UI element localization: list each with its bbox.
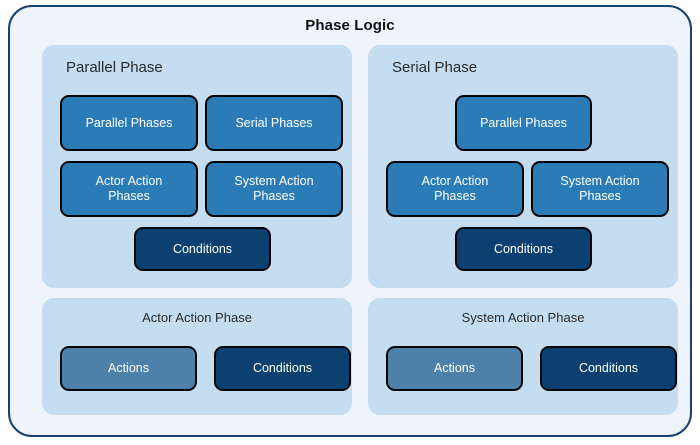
node-label: Conditions — [172, 241, 233, 256]
node-label: Parallel Phases — [480, 115, 567, 130]
node-actor-action-phases[interactable]: Actor Action Phases — [60, 161, 198, 217]
node-label: Conditions — [578, 361, 639, 375]
panel-parallel-phase: Parallel Phase Parallel Phases Serial Ph… — [42, 45, 352, 288]
node-conditions[interactable]: Conditions — [134, 227, 271, 271]
phase-logic-diagram: Phase Logic Parallel Phase Parallel Phas… — [8, 5, 692, 437]
node-label: Conditions — [493, 241, 554, 256]
panel-title-actor-action-phase: Actor Action Phase — [142, 310, 252, 325]
node-label: Parallel Phases — [85, 115, 173, 130]
panel-title-parallel-phase: Parallel Phase — [66, 59, 163, 76]
node-system-action-phases[interactable]: System Action Phases — [531, 161, 669, 217]
panel-title-serial-phase: Serial Phase — [392, 59, 478, 76]
node-parallel-phases[interactable]: Parallel Phases — [455, 95, 592, 151]
panel-title-system-action-phase: System Action Phase — [461, 310, 585, 325]
node-label: Conditions — [252, 361, 313, 375]
node-actions[interactable]: Actions — [386, 346, 523, 391]
panel-serial-phase: Serial Phase Parallel Phases Actor Actio… — [368, 45, 678, 288]
node-label: Actor Action Phases — [421, 174, 489, 203]
node-actions[interactable]: Actions — [60, 346, 197, 391]
node-label: Serial Phases — [235, 115, 313, 130]
node-conditions[interactable]: Conditions — [214, 346, 351, 391]
node-parallel-phases[interactable]: Parallel Phases — [60, 95, 198, 151]
node-actor-action-phases[interactable]: Actor Action Phases — [386, 161, 524, 217]
node-label: Actions — [108, 361, 149, 375]
node-serial-phases[interactable]: Serial Phases — [205, 95, 343, 151]
node-label: System Action Phases — [560, 174, 640, 203]
node-label: Actor Action Phases — [95, 174, 163, 203]
node-label: Actions — [434, 361, 475, 375]
diagram-title: Phase Logic — [305, 17, 395, 34]
node-conditions[interactable]: Conditions — [455, 227, 592, 271]
node-label: System Action Phases — [234, 174, 314, 203]
panel-system-action-phase: System Action Phase Actions Conditions — [368, 298, 678, 415]
node-system-action-phases[interactable]: System Action Phases — [205, 161, 343, 217]
panel-actor-action-phase: Actor Action Phase Actions Conditions — [42, 298, 352, 415]
node-conditions[interactable]: Conditions — [540, 346, 677, 391]
